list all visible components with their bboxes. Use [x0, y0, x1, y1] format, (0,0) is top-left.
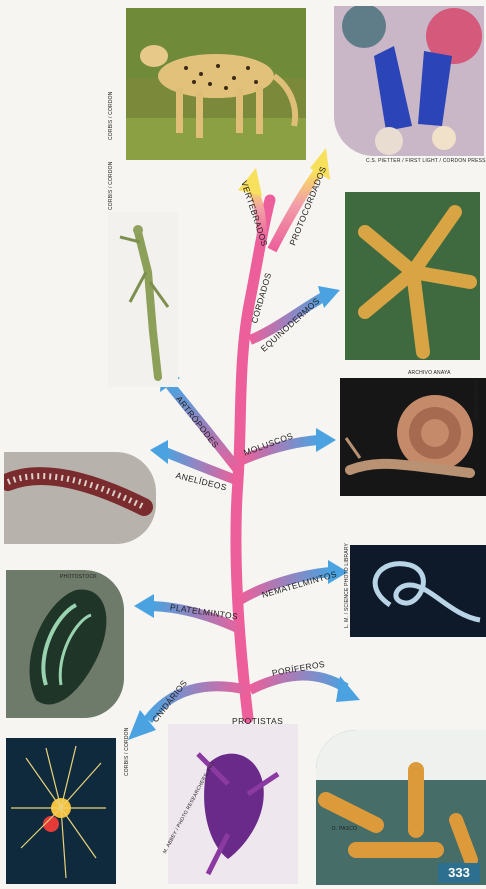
nematode-credit: L. M. / SCIENCE PHOTO LIBRARY: [344, 543, 350, 628]
starfish-credit: ARCHIVO ANAYA: [408, 370, 451, 376]
platelmintos-arrowhead: [134, 594, 154, 618]
poriferos-arrowhead: [336, 676, 360, 702]
starfish-photo: [345, 192, 480, 360]
cheetah-photo: [126, 8, 306, 160]
mantis-photo: [108, 212, 178, 387]
sponge-photo: [316, 730, 486, 885]
poriferos-branch: [250, 676, 346, 691]
moluscos-arrowhead: [316, 428, 336, 452]
snail-credit: DIGITALVISION: [472, 380, 478, 418]
flatworm-credit: PHOTOSTOCK: [60, 574, 97, 580]
nematode-photo: [350, 545, 486, 637]
snail-photo: [340, 378, 486, 496]
tunicate-credit: C.S. PIETTER / FIRST LIGHT / CORDON PRES…: [366, 158, 486, 164]
cnidarian-photo: [6, 738, 116, 884]
cheetah-credit: CORBIS / CORDON: [108, 91, 114, 140]
cnidarian-credit: CORBIS / CORDON: [124, 727, 130, 776]
equinodermos-arrowhead: [318, 286, 340, 308]
tunicate-photo: [334, 6, 484, 156]
bristleworm-photo: [4, 452, 156, 544]
sponge-credit: D. PASCO: [332, 826, 357, 832]
flatworm-photo: [6, 570, 124, 718]
page-number: 333: [438, 863, 480, 883]
mantis-credit: CORBIS / CORDON: [108, 161, 114, 210]
